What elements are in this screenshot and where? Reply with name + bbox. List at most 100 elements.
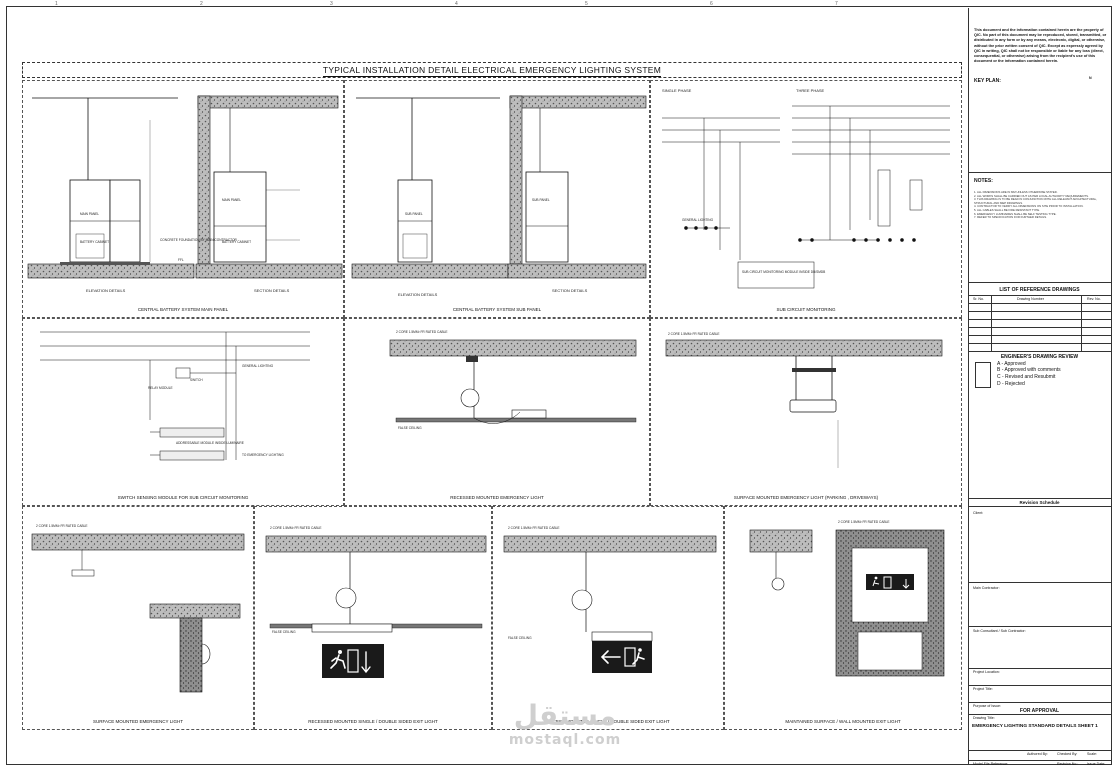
- notes-label: NOTES:: [974, 178, 993, 184]
- label-cable: 2 CORE 1.5MM² FR RATED CABLE: [396, 330, 448, 334]
- grid-ref: 3: [330, 1, 333, 7]
- panel-surface-parking: SURFACE MOUNTED EMERGENCY LIGHT (PARKING…: [650, 318, 962, 506]
- for-approval: FOR APPROVAL: [1019, 708, 1060, 714]
- panel-caption: SURFACE MOUNTED EMERGENCY LIGHT (PARKING…: [733, 495, 879, 500]
- panel-surface-light: SURFACE MOUNTED EMERGENCY LIGHT: [22, 506, 254, 730]
- grid-ref: 1: [55, 1, 58, 7]
- panel-caption: SUB CIRCUIT MONITORING: [776, 307, 836, 312]
- surface-light-section: [31, 533, 245, 693]
- review-item: C - Revised and Resubmit: [997, 374, 1056, 380]
- drawing-title: EMERGENCY LIGHTING STANDARD DETAILS SHEE…: [972, 724, 1098, 729]
- project-location-label: Project Location:: [973, 670, 1000, 674]
- label-three-phase: THREE PHASE: [796, 88, 825, 93]
- label-section-2: SECTION DETAILS: [552, 288, 588, 293]
- label-concrete: CONCRETE FOUNDATION BY MAIN CONTRACTOR: [160, 238, 237, 242]
- label-section: SECTION DETAILS: [254, 288, 290, 293]
- label-main-panel: MAIN PANEL: [80, 212, 100, 216]
- note-item: 5. ALL CABLES SHALL BE FIRE RESISTANT TY…: [974, 207, 1040, 212]
- label-to-emergency: TO EMERGENCY LIGHTING: [242, 453, 284, 457]
- panel-recessed-light: RECESSED MOUNTED EMERGENCY LIGHT: [344, 318, 650, 506]
- note-item: 6. EMERGENCY LUMINAIRES SHALL BE SELF TE…: [974, 211, 1057, 216]
- note-item: 2. ALL WORKS SHALL BE CARRIED OUT AS PER…: [974, 193, 1089, 198]
- grid-ref: 2: [200, 1, 203, 7]
- label-cable-5: 2 CORE 1.5MM² FR RATED CABLE: [508, 526, 560, 530]
- note-item: 1. ALL DIMENSIONS ARE IN MM UNLESS OTHER…: [974, 190, 1058, 194]
- sub-circuit-schematic: [662, 105, 950, 289]
- label-general-lighting-2: GENERAL LIGHTING: [242, 364, 274, 368]
- panel-caption: RECESSED MOUNTED EMERGENCY LIGHT: [450, 495, 544, 500]
- panel-caption: CENTRAL BATTERY SYSTEM SUB PANEL: [452, 307, 542, 312]
- label-ffl: FFL: [178, 258, 184, 262]
- panel-caption: SWITCH SENSING MODULE FOR SUB CIRCUIT MO…: [117, 495, 249, 500]
- central-main-section: [195, 95, 343, 279]
- watermark-english: mostaql.com: [508, 732, 622, 748]
- panel-caption: RECESS MOUNTED SINGLE / DOUBLE SIDED EXI…: [546, 719, 670, 724]
- label-single-phase: SINGLE PHASE: [662, 88, 692, 93]
- main-contractor-label: Main Contractor:: [973, 586, 1000, 590]
- grid-ref: 7: [835, 1, 838, 7]
- main-title-box: TYPICAL INSTALLATION DETAIL ELECTRICAL E…: [22, 62, 962, 78]
- panel-caption: RECESSED MOUNTED SINGLE / DOUBLE SIDED E…: [308, 719, 438, 724]
- recessed-exit2-section: [503, 535, 717, 673]
- label-sub-circuit-module: SUB CIRCUIT MONITORING MODULE INSIDE DB/…: [742, 270, 826, 274]
- label-elevation: ELEVATION DETAILS: [86, 288, 126, 293]
- panel-switch-sensing: SWITCH SENSING MODULE FOR SUB CIRCUIT MO…: [22, 318, 344, 506]
- panel-recessed-exit: RECESSED MOUNTED SINGLE / DOUBLE SIDED E…: [254, 506, 492, 730]
- panel-maintained-exit: MAINTAINED SURFACE / WALL MOUNTED EXIT L…: [724, 506, 962, 730]
- authored-label: Authored By:: [1027, 752, 1048, 756]
- exit-sign-icon: [872, 576, 910, 589]
- main-title: TYPICAL INSTALLATION DETAIL ELECTRICAL E…: [322, 65, 662, 77]
- label-sub-panel: SUB PANEL: [405, 212, 423, 216]
- grid-ref: 6: [710, 1, 713, 7]
- exit-running-man-icon: [330, 649, 371, 674]
- drawing-artwork: [27, 95, 950, 693]
- revision-no-label: Revision No.:: [1057, 762, 1079, 766]
- purpose-label: Purpose of Issue:: [973, 704, 1001, 708]
- key-plan-label: KEY PLAN:: [974, 78, 1001, 84]
- sub-consultant-label: Sub Consultant / Sub Contractor:: [973, 629, 1026, 633]
- ref-col-drawing: Drawing Number: [1017, 297, 1044, 301]
- watermark: مستقل mostaql.com: [485, 700, 645, 760]
- maintained-exit-section: [749, 529, 945, 677]
- label-relay: RELAY MODULE: [148, 386, 173, 390]
- label-cable-6: 2 CORE 1.5MM² FR RATED CABLE: [838, 520, 890, 524]
- grid-ref: 5: [585, 1, 588, 7]
- north-label: N: [1089, 76, 1092, 80]
- ref-col-srno: Sr. No.: [973, 297, 984, 301]
- watermark-arabic: مستقل: [513, 699, 617, 732]
- panel-caption: SURFACE MOUNTED EMERGENCY LIGHT: [93, 719, 183, 724]
- label-elevation-2: ELEVATION DETAILS: [398, 292, 438, 297]
- issue-date-label: Issue Date:: [1087, 762, 1106, 766]
- review-item: A - Approved: [997, 361, 1026, 367]
- label-main-panel-sec: MAIN PANEL: [222, 198, 242, 202]
- central-sub-section: [507, 95, 647, 279]
- review-title: ENGINEER'S DRAWING REVIEW: [1000, 354, 1079, 360]
- note-item: 3. THIS DRAWING IS TO BE READ IN CONJUNC…: [974, 197, 1097, 205]
- panel-sub-circuit: SUB CIRCUIT MONITORING: [650, 80, 962, 318]
- switch-sensing-schematic: [40, 331, 310, 461]
- note-item: 4. CONTRACTOR TO VERIFY ALL DIMENSIONS O…: [974, 204, 1084, 209]
- copyright-notice: This document and the information contai…: [974, 28, 1107, 64]
- panel-caption: CENTRAL BATTERY SYSTEM MAIN PANEL: [137, 307, 229, 312]
- model-ref-label: Model File Reference:: [973, 762, 1009, 766]
- central-main-elevation: [27, 97, 195, 279]
- central-sub-elevation: [351, 97, 509, 279]
- label-switch: SWITCH: [190, 378, 203, 382]
- panel-caption: MAINTAINED SURFACE / WALL MOUNTED EXIT L…: [785, 719, 901, 724]
- label-battery-sec: BATTERY CABINET: [222, 240, 252, 244]
- notes-list: 1. ALL DIMENSIONS ARE IN MM UNLESS OTHER…: [974, 190, 1108, 220]
- recessed-exit-section: [265, 535, 487, 678]
- label-general-lighting: GENERAL LIGHTING: [682, 218, 714, 222]
- panel-central-main: CENTRAL BATTERY SYSTEM MAIN PANEL: [22, 80, 344, 318]
- grid-ref: 4: [455, 1, 458, 7]
- label-sub-panel-sec: SUB PANEL: [532, 198, 550, 202]
- label-addressable: ADDRESSABLE MODULE INSIDE LUMINAIRE: [176, 441, 244, 445]
- panel-recessed-exit-2: RECESS MOUNTED SINGLE / DOUBLE SIDED EXI…: [492, 506, 724, 730]
- review-item: B - Approved with comments: [997, 367, 1061, 373]
- label-cable-4: 2 CORE 1.5MM² FR RATED CABLE: [270, 526, 322, 530]
- label-false-ceiling-3: FALSE CEILING: [508, 636, 532, 640]
- checked-label: Checked By:: [1057, 752, 1078, 756]
- ref-col-rev: Rev. No.: [1087, 297, 1101, 301]
- label-cable-3: 2 CORE 1.5MM² FR RATED CABLE: [36, 524, 88, 528]
